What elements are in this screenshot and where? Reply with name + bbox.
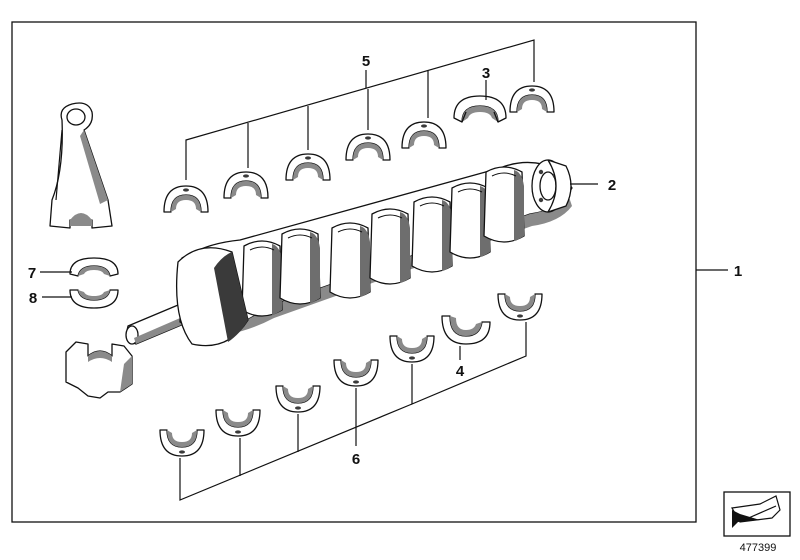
arrow-cut-corner-icon [723, 491, 791, 537]
callout-4: 4 [456, 363, 465, 380]
bearing-cap [65, 341, 133, 399]
crankshaft [125, 159, 573, 347]
leader-lines [40, 39, 728, 501]
callout-6: 6 [352, 451, 360, 468]
callout-5: 5 [362, 53, 370, 70]
thrust-bearing-shell-4 [441, 315, 491, 345]
diagram-frame [11, 21, 697, 523]
callout-8: 8 [29, 290, 37, 307]
bearing-shell-7 [69, 257, 119, 277]
reference-number: 477399 [740, 542, 777, 554]
connecting-rod [49, 102, 113, 229]
callout-1: 1 [734, 263, 742, 280]
callout-2: 2 [608, 177, 616, 194]
callout-3: 3 [482, 65, 490, 82]
callout-7: 7 [28, 265, 36, 282]
bearing-shell-8 [69, 289, 119, 309]
thrust-bearing-shell-3 [453, 95, 507, 123]
